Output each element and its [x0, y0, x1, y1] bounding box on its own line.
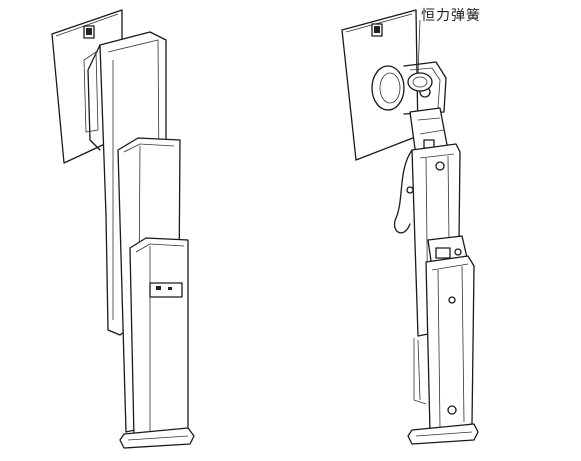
- assembled-stand: [51, 9, 195, 449]
- left-lower-sleeve: [129, 237, 189, 439]
- constant-force-spring: [407, 72, 433, 92]
- spring-callout-label: 恒力弹簧: [421, 8, 481, 24]
- lower-slide-rail: [425, 255, 475, 433]
- cable: [393, 149, 413, 234]
- hinge-bearing: [371, 65, 405, 111]
- left-control-panel: [149, 282, 183, 298]
- callout-leader-line: [417, 19, 421, 75]
- exploded-mechanism: [341, 9, 479, 445]
